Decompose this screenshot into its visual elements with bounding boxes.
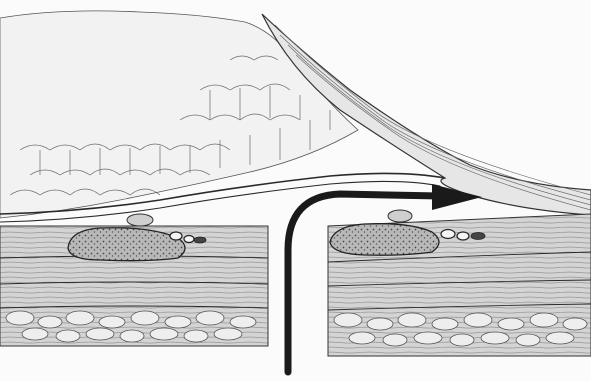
anatomical-illustration (0, 0, 591, 381)
